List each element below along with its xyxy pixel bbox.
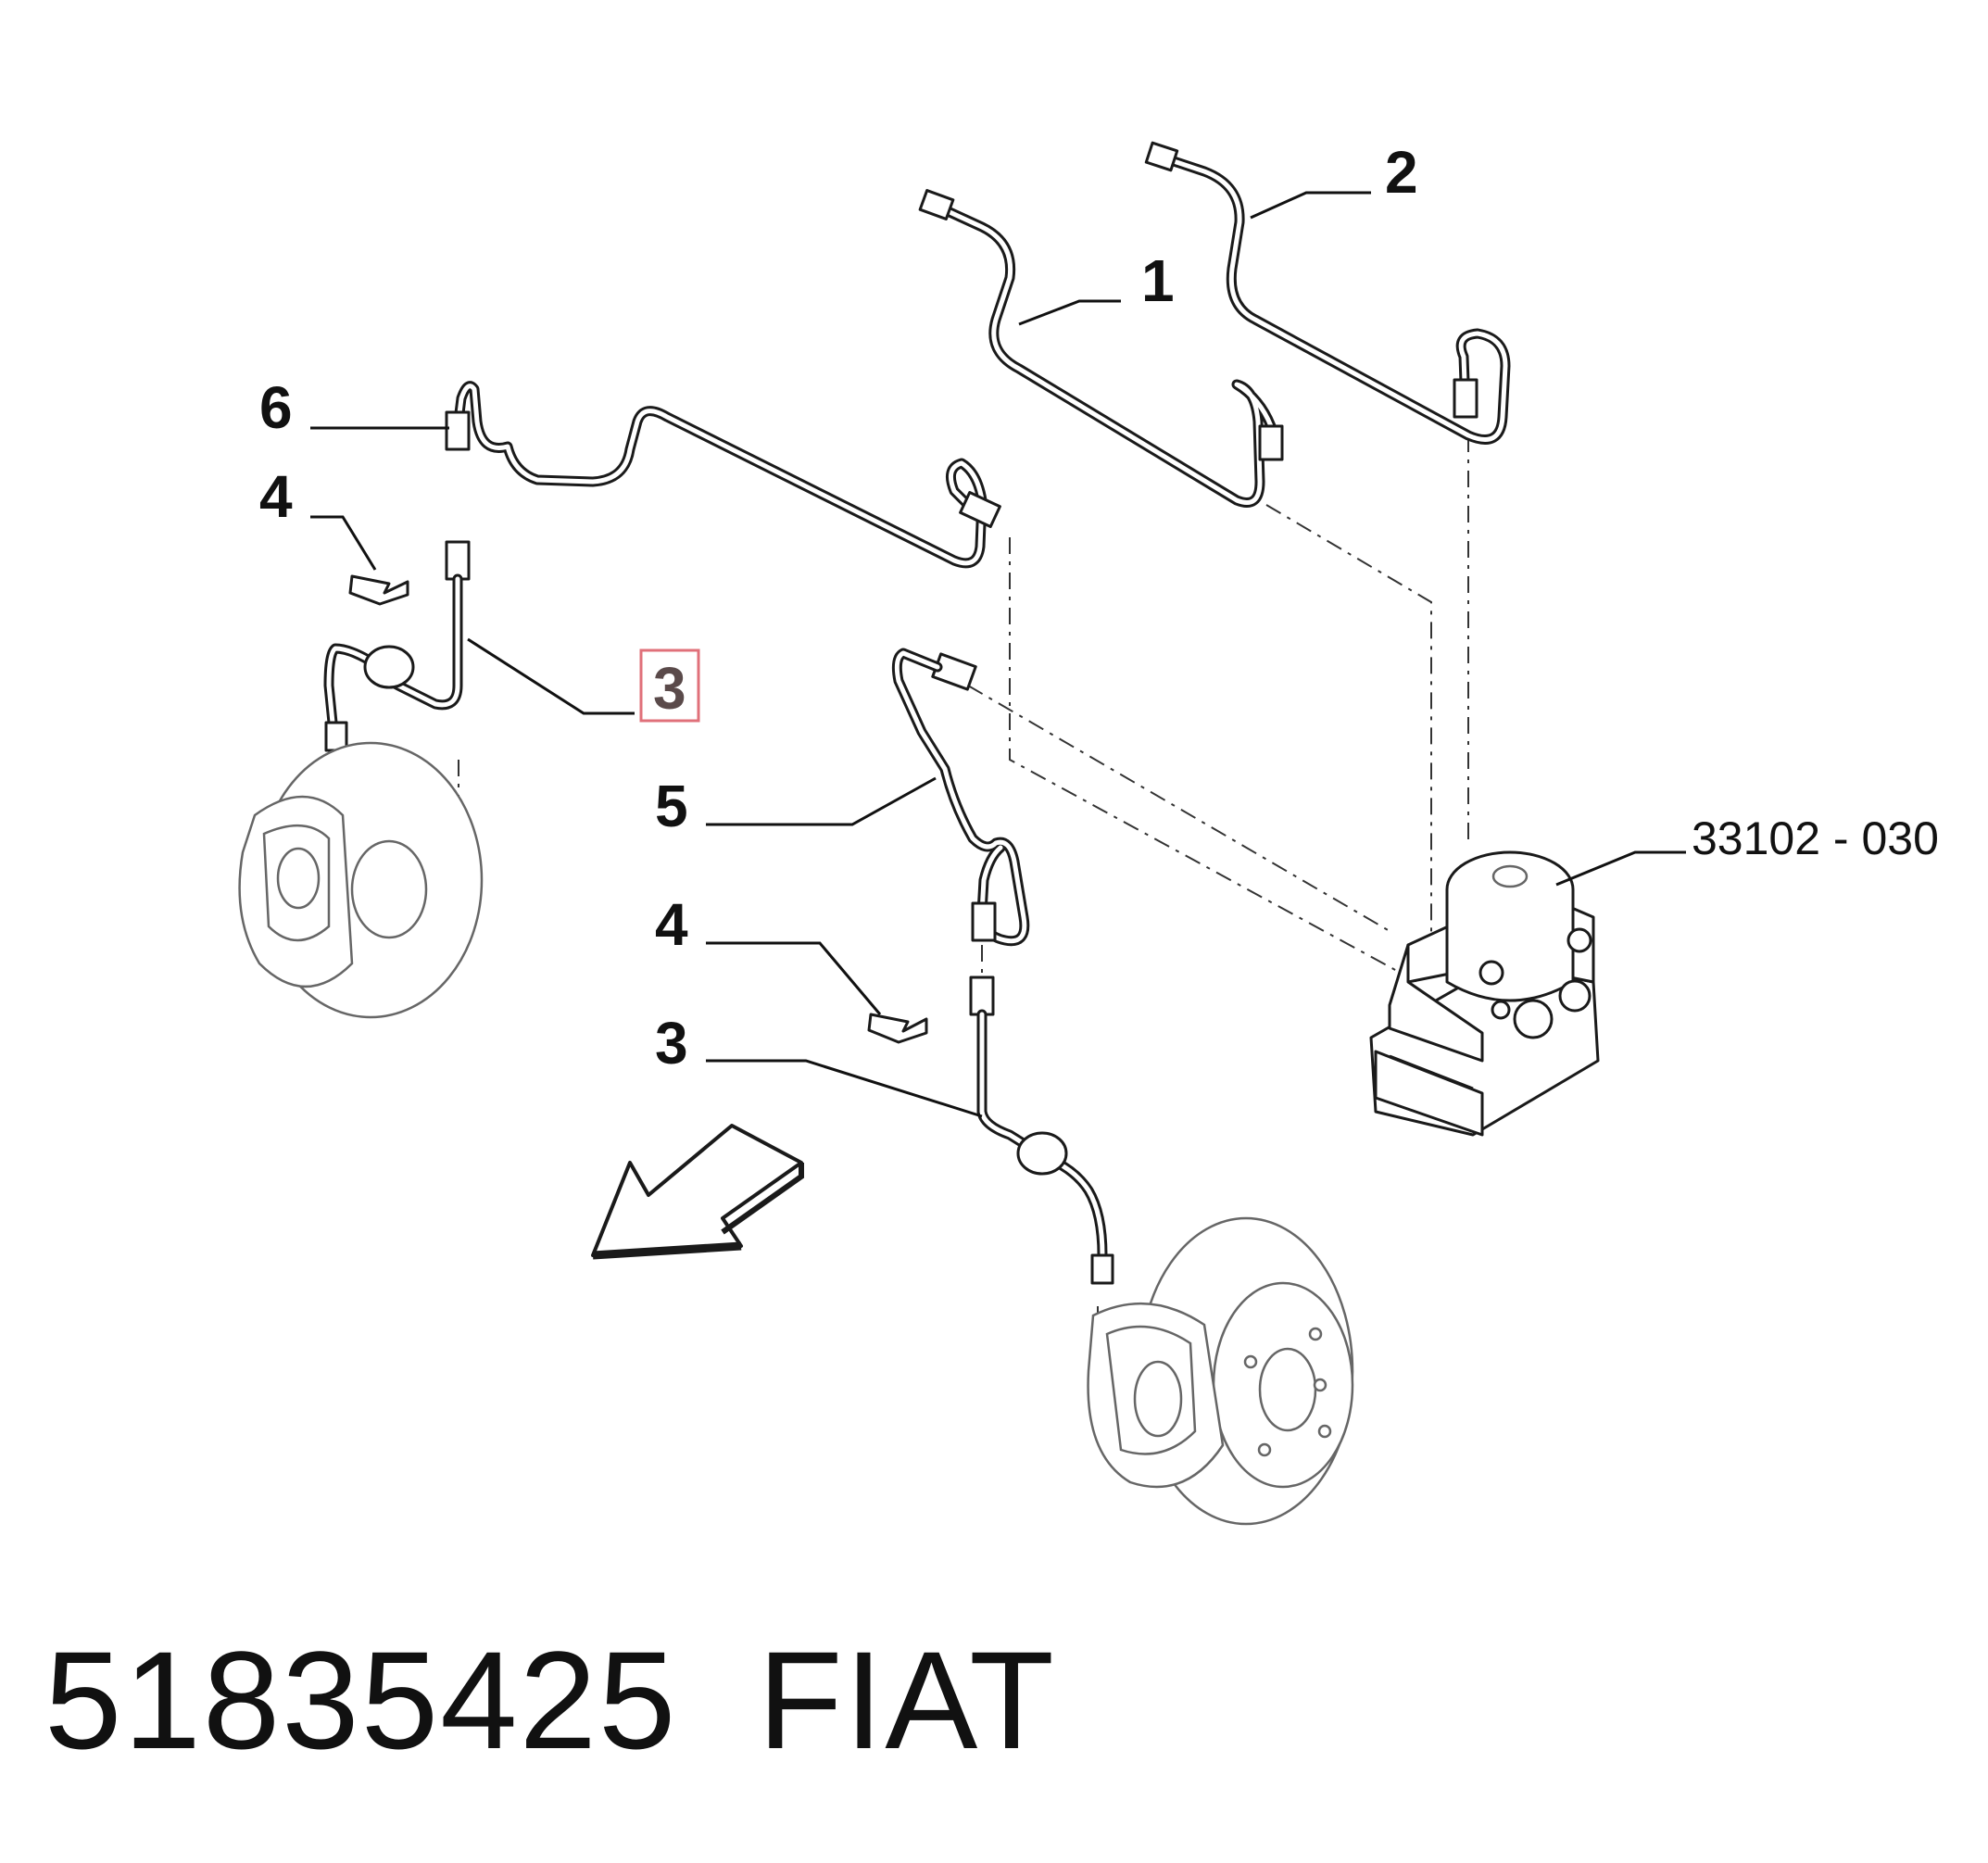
- brake-hose-3-right: [969, 976, 1114, 1285]
- callout-2: 2: [1385, 139, 1418, 206]
- left-brake-assembly: [238, 741, 484, 1019]
- callout-4-top: 4: [259, 463, 293, 530]
- highlight-box: [639, 648, 700, 723]
- abs-module: [1369, 850, 1600, 1137]
- brake-pipe-2: [1144, 141, 1511, 445]
- callout-6: 6: [259, 374, 293, 441]
- right-brake-assembly: [1087, 1216, 1354, 1526]
- clip-4-top: [348, 574, 409, 606]
- brake-pipe-1: [918, 189, 1284, 508]
- clip-4-bottom: [867, 1013, 928, 1044]
- callout-3-bottom: 3: [655, 1010, 688, 1076]
- exploded-diagram: 1 2 6 4 3 5 4 3 33102 - 030: [238, 139, 1939, 1526]
- brake-pipe-5: [891, 648, 1030, 947]
- brand-name: FIAT: [758, 1622, 1056, 1778]
- callout-5: 5: [655, 773, 688, 839]
- brake-pipe-6: [445, 381, 1001, 569]
- brake-hose-3-left: [323, 540, 471, 752]
- connection-lines: [337, 435, 1469, 1343]
- callout-3-highlighted[interactable]: 3: [639, 648, 700, 723]
- leader-lines: [310, 191, 1686, 1118]
- abs-module-reference: 33102 - 030: [1692, 812, 1939, 864]
- callout-4-bottom: 4: [655, 891, 688, 958]
- callout-3-highlight-label: 3: [653, 655, 686, 722]
- part-number: 51835425: [44, 1622, 678, 1778]
- callout-1: 1: [1141, 247, 1175, 314]
- direction-arrow: [591, 1124, 804, 1260]
